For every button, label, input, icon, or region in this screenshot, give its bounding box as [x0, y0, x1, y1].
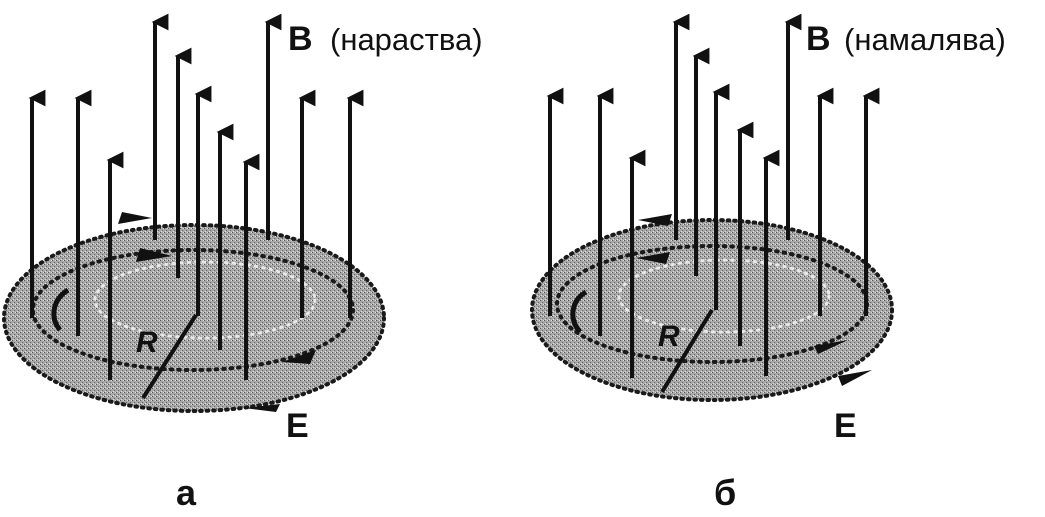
radius-label: R: [136, 326, 158, 359]
circulation-arrow: [244, 404, 280, 412]
radius-label: R: [658, 320, 680, 353]
panel-caption: а: [176, 472, 197, 513]
circulation-arrow: [282, 350, 316, 364]
radius-line: [141, 313, 198, 400]
radius-line: [660, 308, 714, 394]
field-change-label: (нараства): [330, 22, 483, 57]
circulation-arrow: [118, 212, 152, 224]
circulation-arrow: [136, 248, 172, 262]
field-change-label: (намалява): [844, 22, 1006, 57]
field-symbol-label: B: [288, 20, 313, 58]
e-field-label: E: [286, 407, 309, 445]
e-field-label: E: [834, 407, 857, 445]
field-symbol-label: B: [806, 20, 831, 58]
panel-a: R B (нараства) E а: [2, 13, 483, 513]
disc-outline-dotted: [530, 218, 894, 402]
field-lines: [28, 13, 364, 380]
circulation-arrow: [638, 214, 672, 226]
circulation-arrow: [636, 252, 670, 264]
e-field-inner-loop: [617, 258, 831, 334]
panel-b: R B (намалява) E б: [530, 13, 1006, 513]
circulation-arrow: [51, 287, 70, 332]
e-field-inner-loop: [93, 260, 317, 340]
circulation-arrow: [838, 370, 872, 386]
panel-caption: б: [714, 472, 736, 513]
circulation-arrow: [814, 340, 848, 354]
field-lines: [546, 13, 880, 378]
circulation-arrow: [570, 289, 588, 334]
disc-outline-dotted: [2, 223, 386, 413]
